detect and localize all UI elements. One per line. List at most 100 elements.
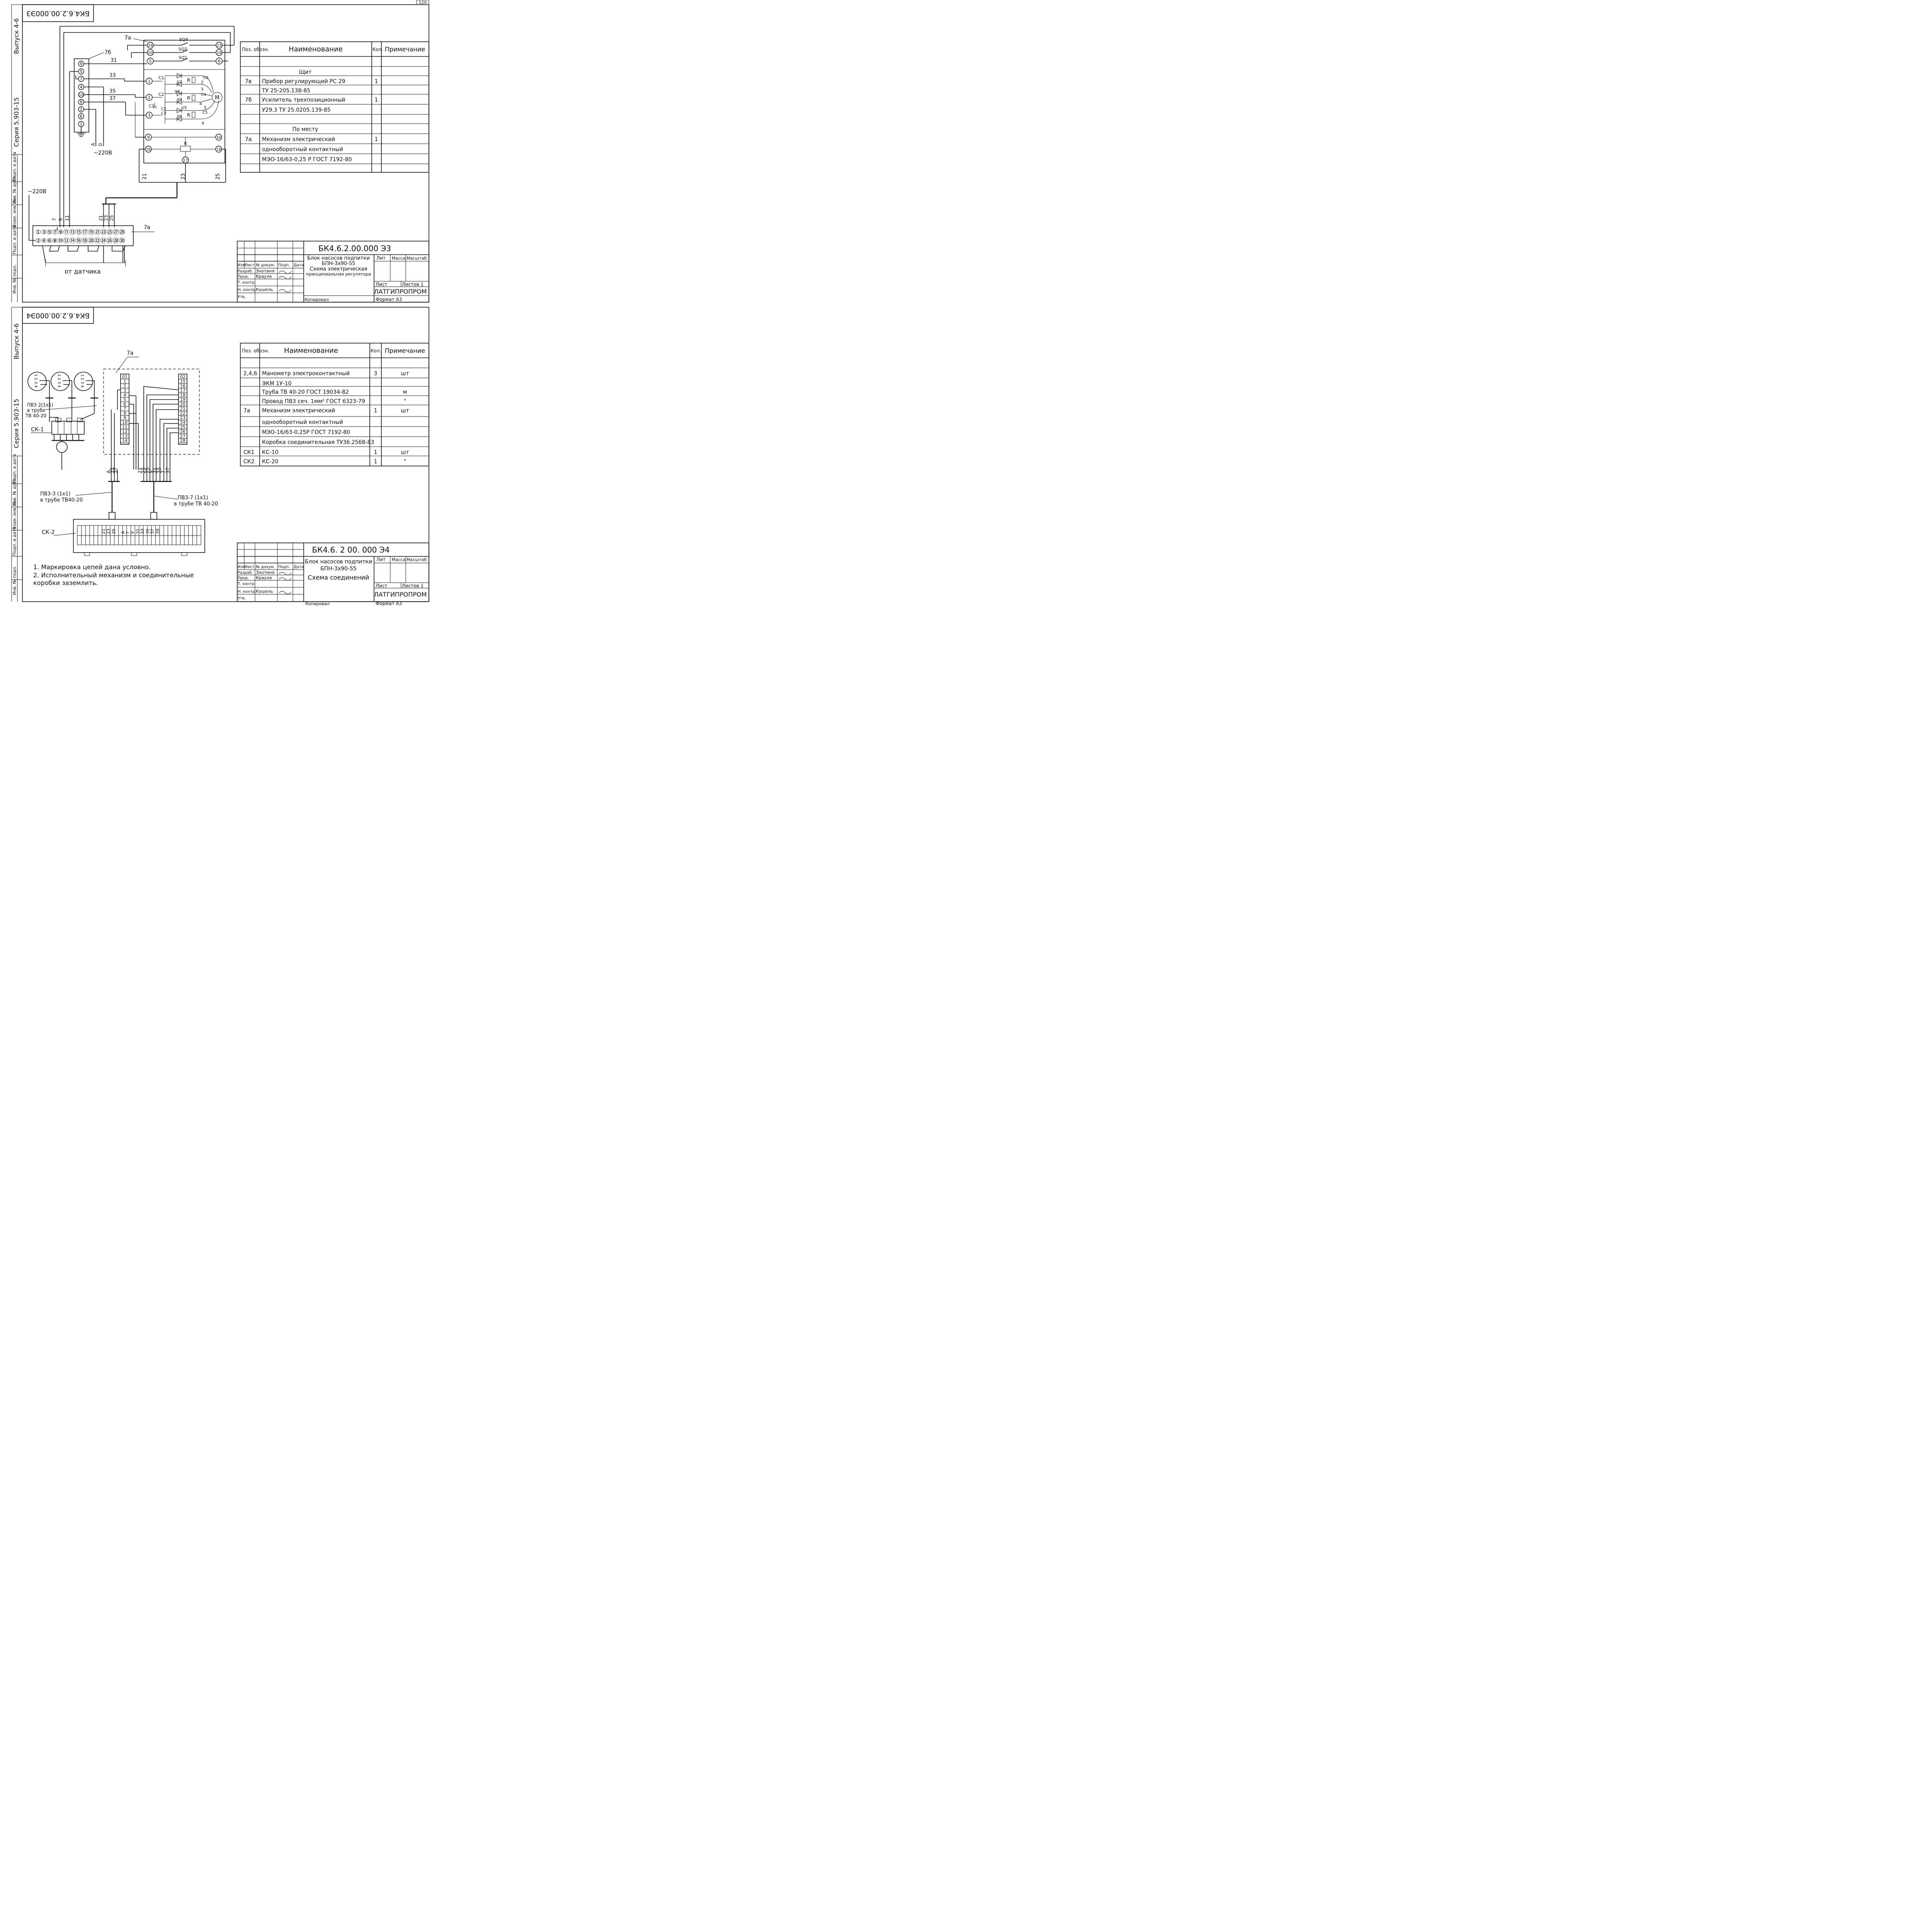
mech-strip-right: 23	[180, 415, 185, 420]
amp-term: 4	[80, 85, 83, 90]
label-n5: 5	[204, 106, 206, 110]
panel-wire-11: 11	[65, 215, 70, 221]
mech-strip-left: 5	[124, 397, 126, 402]
label-c2b: С2	[161, 107, 166, 111]
stamp-org: ЛАТГИПРОПРОМ	[374, 288, 427, 295]
mech-term: 5	[149, 59, 152, 64]
table-cell-name: По месту	[293, 126, 318, 133]
sheet2-wire-35: 35	[109, 468, 115, 473]
mech-strip-left: 10	[122, 420, 128, 425]
sheet2-side-cell: Инв. № подл.	[12, 566, 17, 595]
table-cell-name: Прибор регулирующий РС 29	[262, 78, 345, 85]
table-cell-name: МЭО-16/63-0,25 Р ГОСТ 7192-80	[262, 156, 352, 163]
panel-wire-25: 25	[109, 215, 114, 221]
mech-strip-right: 28	[180, 438, 185, 443]
mech-strip-right: 19	[180, 397, 185, 402]
table-cell-name: Усилитель трехпозиционный	[262, 97, 345, 103]
wire-37: 37	[109, 96, 116, 102]
table-cell-qty: 1	[375, 136, 378, 143]
table-cell-name: МЭО-16/63-0,25Р ГОСТ 7192-80	[262, 429, 350, 435]
label-c2: С2	[158, 92, 164, 97]
table-cell-pos: 7в	[245, 78, 252, 85]
mech-strip-right: 27	[180, 434, 185, 439]
label-v3: V3	[175, 90, 180, 94]
mech-term: 19	[217, 51, 222, 55]
stamp-title: БПН-3х90-55	[322, 261, 355, 267]
stamp-masshtab: Масштаб	[406, 256, 427, 261]
panel-terminals-top: ①③⑤⑦⑨⑪⑬⑮⑰⑲㉑㉓㉕㉗㉙	[36, 228, 125, 236]
page-number: 120	[419, 0, 427, 5]
table-cell-pos: 7а	[245, 136, 252, 143]
label-n6: 6	[202, 121, 204, 126]
stamp-list: Лист	[376, 583, 387, 588]
mech-strip-right: 26	[180, 429, 185, 434]
mech-term: 10	[216, 136, 221, 140]
mech-strip-right: 18	[180, 393, 185, 398]
amp-term: 7	[80, 77, 83, 82]
stamp-name: Крауле	[256, 575, 272, 580]
label-v6: V6	[177, 114, 182, 119]
gauge-pins: 1 2 3 4	[34, 374, 38, 388]
gauge-pins: 1 2 3 4	[57, 374, 61, 388]
stamp-copied: Копировал	[305, 601, 330, 606]
mech-strip-left: 11	[122, 425, 128, 430]
mech-strip-left: 3	[124, 388, 126, 393]
stamp-role: Утв.	[238, 596, 246, 600]
stamp-name: Крауле	[256, 274, 272, 279]
mech-strip-right: 15	[180, 379, 185, 384]
table-cell-note: м	[403, 389, 407, 395]
label-7a: 7а	[124, 35, 131, 41]
mech-term: 1	[148, 79, 151, 84]
sheet1-title-block: БК4.6.2.00.000 Э3 Изм Лист № докум. Подп…	[237, 241, 429, 303]
mech-strip-left: 14	[122, 438, 128, 443]
sheet1-side-cell: Инв. № подл.	[12, 264, 17, 294]
table-cell-name: У29.3 ТУ 25.0205.139-85	[262, 107, 331, 113]
stamp-role: Утв.	[238, 295, 246, 299]
mech-term: 3	[148, 113, 151, 118]
stamp-role: Разраб.	[238, 571, 253, 575]
table-cell-name: ТУ 25-205.138-85	[262, 88, 310, 94]
mech-strip-left: 1	[124, 379, 126, 384]
label-pipe-small3: ТВ 40-20	[25, 413, 46, 418]
mech-term: 23	[217, 44, 222, 48]
stamp-role: Н. контр.	[238, 288, 256, 292]
table-header: Наименование	[289, 45, 343, 53]
ck2-terminal-label: А	[121, 531, 126, 534]
stamp-title: Блок насосов подпитки	[307, 255, 370, 261]
label-c5: С5	[202, 111, 207, 115]
label-v5: V5	[182, 106, 187, 110]
ck2-terminal-label: 7	[125, 531, 130, 534]
sheet2-side-cell: Подп. и дата	[12, 527, 17, 556]
label-r2: R	[187, 95, 190, 101]
wire-33: 33	[109, 73, 116, 78]
stamp-role: Пров.	[238, 275, 249, 279]
mech-strip-left: 12	[122, 429, 128, 434]
amp-term: 9	[80, 61, 83, 66]
table-cell-qty: 1	[374, 459, 378, 465]
stamp-code: БК4.6. 2 00. 000 Э4	[312, 545, 390, 554]
stamp-masshtab: Масштаб	[406, 557, 427, 562]
label-c3: С3	[161, 111, 166, 116]
sheet1-side-cell: Подп. и дата	[12, 152, 17, 181]
table-cell-name: Манометр электроконтактный	[262, 371, 350, 377]
label-pipe-small: ПВ3 2(1х1)	[27, 402, 53, 408]
table-cell-qty: 1	[374, 449, 378, 456]
sheet2-frame	[22, 307, 429, 602]
stamp-org: ЛАТГИПРОПРОМ	[374, 591, 427, 598]
table-cell-note: шт	[401, 449, 409, 456]
label-sq2: SQ2	[179, 47, 187, 52]
label-c6: С6	[203, 76, 208, 80]
note-line: 2. Исполнительный механизм и соединитель…	[33, 571, 194, 579]
table-cell-pos: 7б	[245, 97, 252, 103]
label-cable-right2: в трубе ТВ 40-20	[174, 501, 218, 507]
table-cell-pos: СК1	[243, 449, 255, 456]
table-cell-name: КС-10	[262, 449, 279, 456]
table-cell-name: Труба ТВ 40-20 ГОСТ 19034-82	[262, 389, 349, 395]
table-cell-name: ЭКМ 1У-10	[262, 381, 292, 387]
mech-strip-right: 25	[180, 425, 185, 430]
table-cell-name: однооборотный контактный	[262, 419, 343, 425]
table-cell-name: Механизм электрический	[262, 136, 335, 143]
mech-strip-right: 21	[180, 406, 185, 412]
table-header: Примечание	[385, 347, 425, 354]
table-header: Кол.	[371, 348, 381, 354]
